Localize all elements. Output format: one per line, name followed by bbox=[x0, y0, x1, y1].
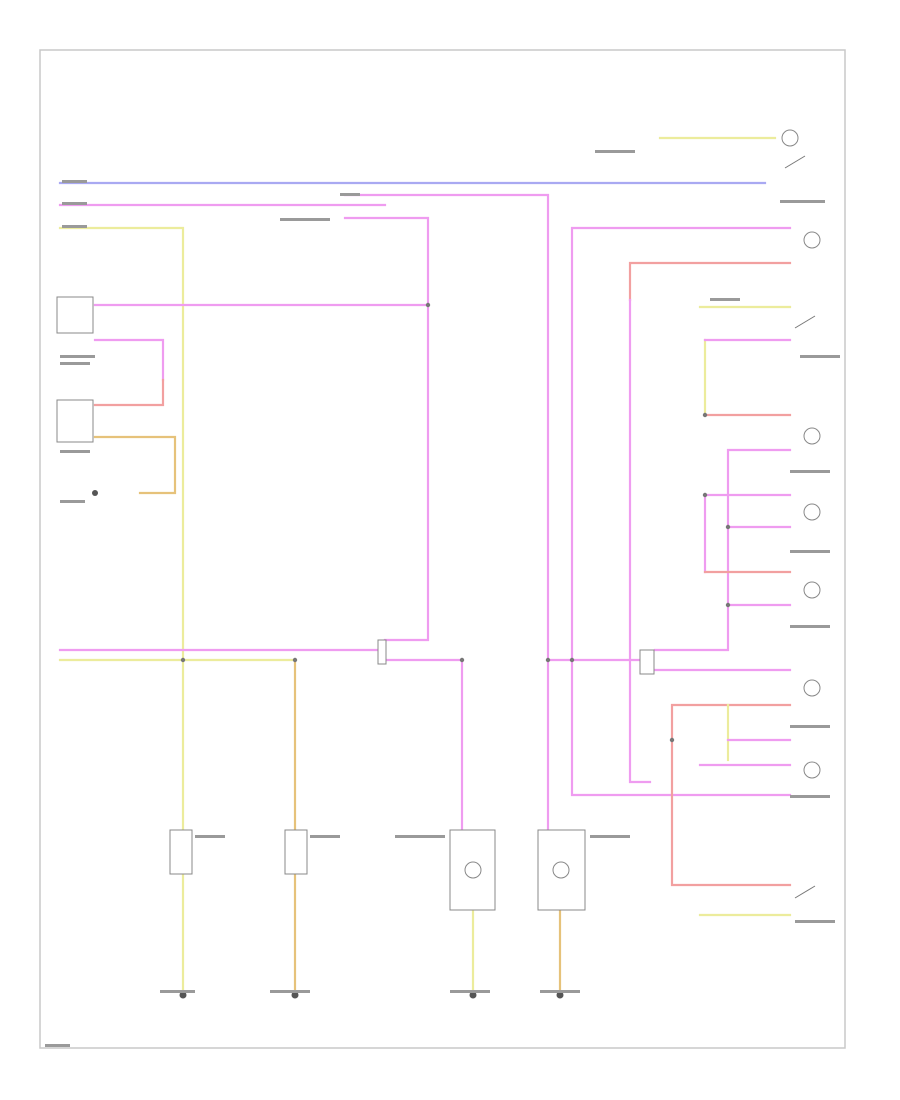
label-text bbox=[62, 202, 87, 205]
switch-component bbox=[56, 399, 94, 443]
label-text bbox=[790, 795, 830, 798]
wire-pink bbox=[93, 338, 165, 382]
lamp-icon bbox=[781, 129, 799, 147]
wire-red bbox=[628, 261, 792, 302]
lamp-icon bbox=[803, 427, 821, 445]
lamp-icon bbox=[552, 861, 570, 879]
label-text bbox=[780, 200, 825, 203]
label-text bbox=[595, 150, 635, 153]
junction-dot bbox=[725, 524, 731, 530]
connector bbox=[639, 649, 655, 675]
label-text bbox=[195, 835, 225, 838]
junction-dot bbox=[725, 602, 731, 608]
label-text bbox=[270, 990, 310, 993]
label-text bbox=[450, 990, 490, 993]
ground-icon bbox=[469, 991, 477, 999]
junction-dot bbox=[702, 412, 708, 418]
wire-orange bbox=[93, 435, 177, 495]
wire-yellow bbox=[58, 226, 185, 997]
junction-dot bbox=[180, 657, 186, 663]
connector bbox=[377, 639, 387, 665]
wire-red bbox=[670, 703, 792, 887]
lamp-icon bbox=[803, 679, 821, 697]
label-text bbox=[310, 835, 340, 838]
junction-dot bbox=[459, 657, 465, 663]
label-text bbox=[62, 180, 87, 183]
junction-dot bbox=[669, 737, 675, 743]
label-text bbox=[790, 725, 830, 728]
wire-pink bbox=[343, 216, 430, 642]
diagram-frame bbox=[39, 49, 846, 1049]
label-text bbox=[800, 355, 840, 358]
ground-icon bbox=[291, 991, 299, 999]
ground-icon bbox=[556, 991, 564, 999]
label-text bbox=[540, 990, 580, 993]
junction-dot bbox=[545, 657, 551, 663]
wire-red bbox=[93, 378, 165, 407]
wire-pink bbox=[653, 448, 792, 652]
lamp-icon bbox=[803, 231, 821, 249]
lamp-icon bbox=[803, 581, 821, 599]
junction-dot bbox=[569, 657, 575, 663]
lamp-component bbox=[56, 296, 94, 334]
label-text bbox=[790, 550, 830, 553]
ground-icon bbox=[179, 991, 187, 999]
label-text bbox=[45, 1044, 70, 1047]
label-text bbox=[790, 625, 830, 628]
lamp-component bbox=[169, 829, 193, 875]
junction-dot bbox=[425, 302, 431, 308]
junction-dot bbox=[702, 492, 708, 498]
wire-pink bbox=[628, 298, 652, 784]
label-text bbox=[280, 218, 330, 221]
label-text bbox=[590, 835, 630, 838]
label-text bbox=[340, 193, 360, 196]
label-text bbox=[790, 470, 830, 473]
ground-icon bbox=[92, 490, 98, 496]
lamp-icon bbox=[464, 861, 482, 879]
label-text bbox=[60, 355, 95, 358]
lamp-component bbox=[284, 829, 308, 875]
junction-dot bbox=[292, 657, 298, 663]
label-text bbox=[395, 835, 445, 838]
label-text bbox=[60, 500, 85, 503]
label-text bbox=[60, 362, 90, 365]
wire-pink bbox=[570, 226, 792, 797]
switch-icon bbox=[784, 155, 806, 169]
label-text bbox=[160, 990, 195, 993]
lamp-icon bbox=[803, 761, 821, 779]
lamp-icon bbox=[803, 503, 821, 521]
wire-pink bbox=[343, 193, 550, 832]
label-text bbox=[60, 450, 90, 453]
label-text bbox=[62, 225, 87, 228]
switch-icon bbox=[794, 315, 816, 329]
label-text bbox=[795, 920, 835, 923]
label-text bbox=[710, 298, 740, 301]
switch-icon bbox=[794, 885, 816, 899]
